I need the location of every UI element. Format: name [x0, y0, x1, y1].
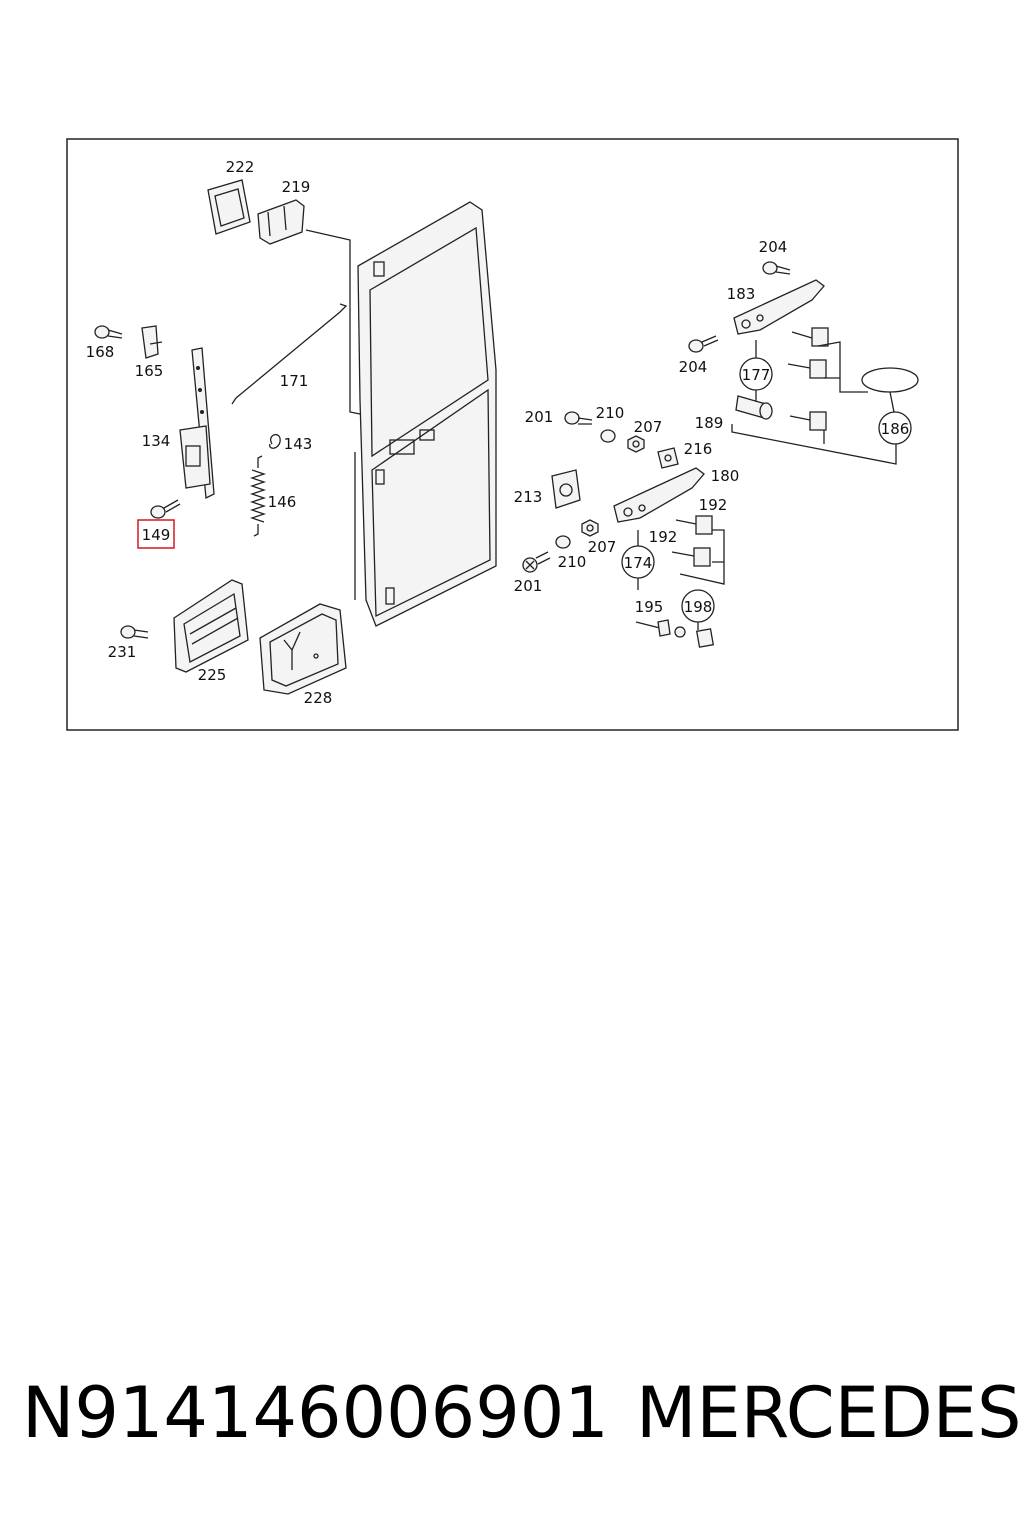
part-213-plate — [551, 469, 581, 509]
label-171: 171 — [280, 372, 309, 390]
label-207-top: 207 — [634, 418, 663, 436]
door-panel — [357, 201, 497, 627]
part-143-spring-clip — [269, 434, 281, 449]
label-219: 219 — [282, 178, 311, 196]
part-189-lock-cylinder — [735, 395, 773, 420]
parts-diagram: 177 186 174 198 222 219 168 165 171 134 … — [66, 138, 959, 731]
callout-174: 174 — [621, 545, 655, 579]
part-219-handle-bracket — [257, 199, 305, 245]
callout-186: 186 — [878, 411, 912, 445]
part-183-handle — [733, 279, 825, 335]
part-216-pad — [657, 447, 679, 469]
highlight-149: 149 — [137, 519, 175, 549]
label-210-top: 210 — [596, 404, 625, 422]
label-210-bottom: 210 — [558, 553, 587, 571]
label-204-lower: 204 — [679, 358, 708, 376]
label-201-top: 201 — [525, 408, 554, 426]
part-228-step-box — [259, 603, 347, 695]
label-204-top: 204 — [759, 238, 788, 256]
label-225: 225 — [198, 666, 227, 684]
label-177: 177 — [742, 366, 771, 384]
label-134: 134 — [142, 432, 171, 450]
footer: N914146006901 MERCEDES — [0, 1372, 1024, 1472]
label-198: 198 — [684, 598, 713, 616]
label-213: 213 — [514, 488, 543, 506]
label-195: 195 — [635, 598, 664, 616]
label-183: 183 — [727, 285, 756, 303]
brand-name: MERCEDES — [636, 1372, 1022, 1454]
callout-198: 198 — [681, 589, 715, 623]
part-key-set-177 — [755, 327, 868, 410]
label-201-bottom: 201 — [514, 577, 543, 595]
label-146: 146 — [268, 493, 297, 511]
part-204-bolt-top — [762, 261, 791, 275]
diagram-frame — [66, 138, 959, 731]
part-195-key — [635, 619, 715, 648]
part-165-clip — [141, 325, 163, 359]
part-key-ring — [861, 367, 919, 393]
part-222-window-frame — [207, 179, 251, 235]
part-201-bolt-top — [564, 411, 593, 425]
label-149: 149 — [142, 526, 171, 544]
label-192-top: 192 — [699, 496, 728, 514]
callout-177: 177 — [739, 357, 773, 391]
part-180-handle — [613, 467, 705, 523]
label-174: 174 — [624, 554, 653, 572]
part-149-bolt — [150, 499, 181, 519]
part-210-washer-bottom — [555, 535, 571, 549]
label-189: 189 — [695, 414, 724, 432]
label-186: 186 — [881, 420, 910, 438]
label-231: 231 — [108, 643, 137, 661]
label-143: 143 — [284, 435, 313, 453]
part-204-bolt-lower — [688, 335, 719, 353]
highlight-box — [137, 519, 175, 549]
label-222: 222 — [226, 158, 255, 176]
part-number: N914146006901 — [22, 1372, 609, 1454]
part-207-nut-top — [627, 435, 645, 453]
part-168-bolt — [94, 325, 123, 339]
label-168: 168 — [86, 343, 115, 361]
part-171-rod — [231, 303, 348, 405]
part-134-lock — [179, 347, 215, 500]
part-225-step-frame — [173, 579, 249, 673]
label-207-bottom: 207 — [588, 538, 617, 556]
part-207-nut-bottom — [581, 519, 599, 537]
label-228: 228 — [304, 689, 333, 707]
part-231-bolt — [120, 625, 149, 639]
label-216: 216 — [684, 440, 713, 458]
label-192-bottom: 192 — [649, 528, 678, 546]
part-210-washer-top — [600, 429, 616, 443]
label-165: 165 — [135, 362, 164, 380]
part-146-spring — [249, 455, 267, 537]
label-180: 180 — [711, 467, 740, 485]
part-201-bolt-bottom — [522, 551, 551, 573]
